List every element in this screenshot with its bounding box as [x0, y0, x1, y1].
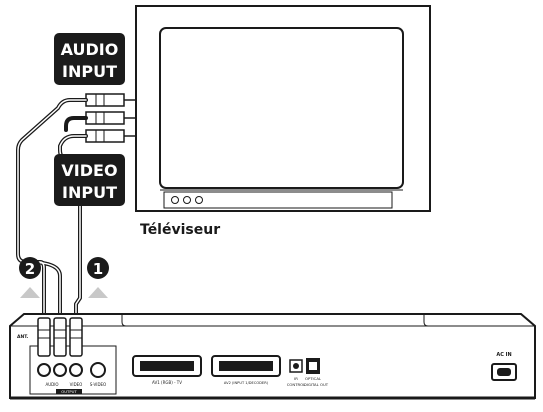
optical-label: OPTICAL: [305, 376, 322, 381]
s-video-jack: [90, 362, 106, 378]
audio-plug-white: [85, 93, 125, 107]
av2-label: AV2 (INPUT 1/DECODER): [224, 381, 269, 385]
video-plug: [69, 317, 83, 357]
video-label: VIDEO: [70, 382, 83, 387]
arrow-up-icon: [88, 287, 108, 298]
tv-input-jacks: [124, 99, 136, 137]
tv-label: Téléviseur: [140, 222, 220, 238]
cables: [16, 98, 88, 322]
tv-knob: [183, 196, 191, 204]
video-input-line-1: VIDEO: [61, 161, 117, 180]
audio-cable-right-branch: [64, 116, 88, 132]
audio-plug-red: [85, 111, 125, 125]
step-2-marker: 2: [19, 257, 41, 298]
control-label: CONTROL: [287, 382, 306, 387]
audio-label: AUDIO: [45, 382, 58, 387]
rca-plugs-recorder: [37, 317, 83, 357]
arrow-up-icon: [20, 287, 40, 298]
video-input-line-2: INPUT: [62, 183, 117, 202]
tv-knob: [171, 196, 179, 204]
s-video-label: S-VIDEO: [90, 382, 106, 387]
ir-label: IR: [294, 376, 298, 381]
audio-input-line-2: INPUT: [62, 62, 117, 81]
rca-plugs-tv: [85, 93, 125, 143]
audio-cable-left: [16, 98, 88, 322]
antenna-label: ANT.: [17, 334, 29, 340]
step-2-number: 2: [25, 260, 35, 278]
audio-input-line-1: AUDIO: [61, 40, 119, 59]
ac-in-label: AC IN: [496, 352, 511, 358]
av1-label: AV1 (RGB) - TV: [152, 380, 182, 385]
audio-left-plug: [37, 317, 51, 357]
video-plug: [85, 129, 125, 143]
audio-right-jack: [53, 363, 67, 377]
audio-input-label: AUDIO INPUT: [54, 33, 125, 85]
tv-knob: [195, 196, 203, 204]
step-1-marker: 1: [87, 257, 109, 298]
step-1-number: 1: [93, 260, 103, 278]
tv-screen: [159, 27, 404, 189]
output-label: OUTPUT: [61, 389, 77, 394]
television: [135, 5, 431, 212]
audio-left-jack: [37, 363, 51, 377]
recorder-rear-panel: ANT. AUDIO VIDEO S-VIDEO OUTPUT AV1 (RGB…: [9, 313, 536, 400]
tv-control-strip: [163, 191, 393, 209]
video-input-label: VIDEO INPUT: [54, 154, 125, 206]
audio-right-plug: [53, 317, 67, 357]
video-out-jack: [69, 363, 83, 377]
digital-out-label: DIGITAL OUT: [304, 382, 329, 387]
